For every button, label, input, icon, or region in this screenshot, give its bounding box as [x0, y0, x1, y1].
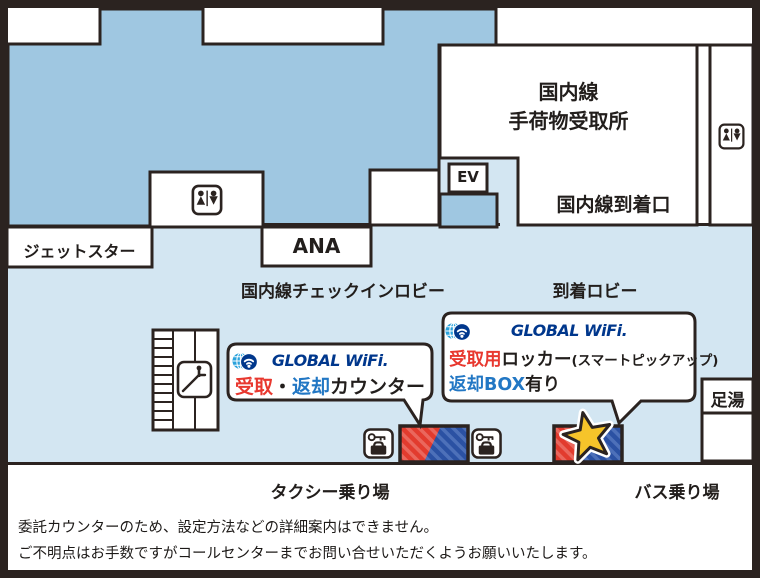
escalator-icon [151, 328, 220, 432]
elevator-box [447, 162, 489, 194]
locker-callout-line3: 返却BOX有り [449, 371, 560, 396]
label-elevator: EV [457, 168, 479, 186]
label-jetstar: ジェットスター [23, 242, 136, 261]
locker-returnbox-text: 返却BOX [449, 375, 526, 395]
note-line1: 委託カウンターのため、設定方法などの詳細案内はできません。 [18, 520, 439, 536]
label-baggage-claim-line1: 国内線 [538, 80, 599, 104]
coin-locker-icon [363, 428, 394, 459]
restroom-icon [191, 184, 223, 216]
counter-return-text: 返却 [292, 376, 331, 398]
locker-smartpickup-text: (スマートピックアップ) [571, 353, 719, 369]
restroom-icon [718, 123, 745, 150]
counter-suffix: カウンター [330, 376, 426, 398]
brand-text: GLOBAL WiFi. [271, 350, 389, 370]
counter-separator: ・ [272, 376, 292, 398]
counter-callout-brand: GLOBAL WiFi. [232, 350, 428, 371]
locker-item-text: ロッカー [501, 350, 572, 370]
wifi-counter-marker [398, 424, 470, 464]
foot-bath-area [700, 411, 755, 463]
counter-callout-line: 受取・返却カウンター [230, 372, 430, 399]
label-domestic-arrival-gate: 国内線到着口 [556, 194, 671, 216]
jetstar-counter-box [5, 225, 154, 269]
star-marker-icon [559, 408, 614, 464]
global-wifi-logo-icon [445, 322, 471, 341]
locker-available-text: 有り [525, 375, 561, 395]
brand-text: GLOBAL WiFi. [510, 320, 628, 340]
locker-callout-bubble [441, 311, 697, 426]
label-foot-bath: 足湯 [710, 391, 745, 411]
label-ana: ANA [292, 234, 341, 258]
baggage-claim-hall [438, 43, 699, 227]
counter-pickup-text: 受取 [234, 376, 273, 398]
elevator-shaft [438, 192, 499, 229]
label-arrival-lobby: 到着ロビー [552, 282, 638, 302]
label-checkin-lobby: 国内線チェックインロビー [241, 282, 445, 302]
locker-callout-line2: 受取用ロッカー(スマートピックアップ) [449, 346, 718, 371]
global-wifi-logo-icon [232, 352, 258, 371]
label-bus-stop: バス乗り場 [634, 483, 720, 503]
label-baggage-claim-line2: 手荷物受取所 [508, 109, 629, 133]
note-line2: ご不明点はお手数ですがコールセンターまでお問い合せいただくようお願いいたします。 [18, 546, 597, 562]
label-taxi-stand: タクシー乗り場 [270, 483, 390, 503]
locker-pickup-text: 受取用 [449, 350, 502, 370]
locker-callout-brand: GLOBAL WiFi. [445, 320, 693, 341]
coin-locker-icon [471, 428, 502, 459]
ana-counter-box [260, 225, 373, 268]
counter-callout-bubble [226, 342, 434, 430]
